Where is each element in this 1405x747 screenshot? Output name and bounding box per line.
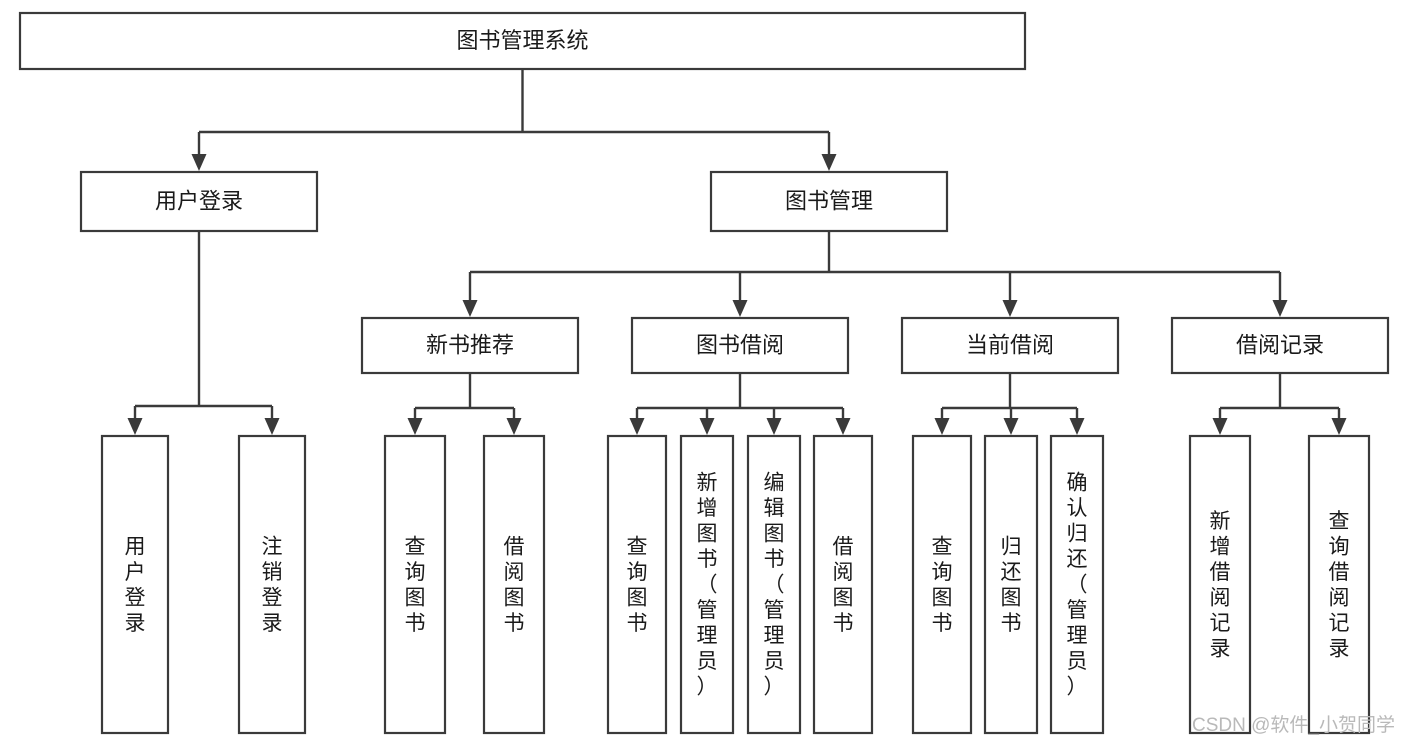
arrow-icon-leaf-add-book-admin [699, 418, 715, 435]
node-layer: 图书管理系统用户登录图书管理新书推荐图书借阅当前借阅借阅记录用户登录注销登录查询… [18, 11, 1390, 735]
node-box-leaf-add-book-admin [679, 434, 735, 735]
node-label-new-book-recommend: 新书推荐 [426, 332, 514, 357]
node-label-borrow-record: 借阅记录 [1236, 332, 1324, 357]
node-box-book-borrow [630, 316, 850, 375]
arrow-icon-user-login [191, 154, 207, 171]
arrow-icon-leaf-user-login [127, 418, 143, 435]
node-leaf-edit-book-admin[interactable]: 编辑图书（管理员） [746, 434, 802, 735]
node-label-leaf-query-book-recommend: 查询图书 [405, 535, 426, 635]
node-leaf-borrow-book-recommend[interactable]: 借阅图书 [482, 434, 546, 735]
node-new-book-recommend[interactable]: 新书推荐 [360, 316, 580, 375]
node-leaf-query-book-recommend[interactable]: 查询图书 [383, 434, 447, 735]
node-label-current-borrow: 当前借阅 [966, 332, 1054, 357]
node-box-leaf-return-book [983, 434, 1039, 735]
node-label-leaf-user-login: 用户登录 [125, 535, 146, 635]
arrow-icon-book-manage [821, 154, 837, 171]
node-label-leaf-edit-book-admin: 编辑图书（管理员） [764, 472, 785, 699]
node-leaf-logout[interactable]: 注销登录 [237, 434, 307, 735]
node-label-leaf-query-borrow-record: 查询借阅记录 [1329, 510, 1350, 661]
arrow-icon-leaf-borrow-book [835, 418, 851, 435]
arrow-icon-leaf-query-book-recommend [407, 418, 423, 435]
node-leaf-return-book[interactable]: 归还图书 [983, 434, 1039, 735]
node-box-leaf-logout [237, 434, 307, 735]
arrow-icon-leaf-query-book-borrow [629, 418, 645, 435]
node-box-new-book-recommend [360, 316, 580, 375]
node-label-book-manage: 图书管理 [785, 188, 873, 213]
node-box-leaf-query-book-borrow [606, 434, 668, 735]
node-box-book-manage [709, 170, 949, 233]
arrow-icon-leaf-return-book [1003, 418, 1019, 435]
node-leaf-user-login[interactable]: 用户登录 [100, 434, 170, 735]
connector-layer [127, 69, 1347, 435]
node-leaf-query-borrow-record[interactable]: 查询借阅记录 [1307, 434, 1371, 735]
arrow-icon-new-book-recommend [462, 300, 478, 317]
node-leaf-add-book-admin[interactable]: 新增图书（管理员） [679, 434, 735, 735]
node-box-leaf-query-book-recommend [383, 434, 447, 735]
arrow-icon-leaf-logout [264, 418, 280, 435]
node-label-leaf-logout: 注销登录 [262, 535, 283, 635]
watermark-label: CSDN @软件_小贺同学 [1192, 714, 1395, 736]
node-label-leaf-borrow-book: 借阅图书 [833, 535, 854, 635]
node-box-leaf-query-book-current [911, 434, 973, 735]
node-user-login[interactable]: 用户登录 [79, 170, 319, 233]
node-box-leaf-borrow-book-recommend [482, 434, 546, 735]
node-book-manage[interactable]: 图书管理 [709, 170, 949, 233]
arrow-icon-leaf-query-borrow-record [1331, 418, 1347, 435]
node-box-leaf-borrow-book [812, 434, 874, 735]
node-borrow-record[interactable]: 借阅记录 [1170, 316, 1390, 375]
node-box-leaf-add-borrow-record [1188, 434, 1252, 735]
arrow-icon-leaf-edit-book-admin [766, 418, 782, 435]
node-label-root: 图书管理系统 [456, 28, 588, 53]
arrow-icon-leaf-confirm-return-admin [1069, 418, 1085, 435]
node-label-leaf-borrow-book-recommend: 借阅图书 [504, 535, 525, 635]
node-leaf-borrow-book[interactable]: 借阅图书 [812, 434, 874, 735]
node-box-root [18, 11, 1027, 71]
node-box-current-borrow [900, 316, 1120, 375]
node-label-leaf-confirm-return-admin: 确认归还（管理员） [1067, 472, 1088, 699]
node-box-leaf-edit-book-admin [746, 434, 802, 735]
node-box-leaf-confirm-return-admin [1049, 434, 1105, 735]
node-label-leaf-query-book-current: 查询图书 [932, 535, 953, 635]
node-book-borrow[interactable]: 图书借阅 [630, 316, 850, 375]
node-leaf-query-book-borrow[interactable]: 查询图书 [606, 434, 668, 735]
node-label-leaf-add-book-admin: 新增图书（管理员） [697, 472, 718, 699]
arrow-icon-leaf-borrow-book-recommend [506, 418, 522, 435]
arrow-icon-book-borrow [732, 300, 748, 317]
node-root[interactable]: 图书管理系统 [18, 11, 1027, 71]
node-label-book-borrow: 图书借阅 [696, 332, 784, 357]
arrow-icon-borrow-record [1272, 300, 1288, 317]
node-label-leaf-query-book-borrow: 查询图书 [627, 535, 648, 635]
arrow-icon-leaf-query-book-current [934, 418, 950, 435]
node-box-leaf-user-login [100, 434, 170, 735]
node-box-leaf-query-borrow-record [1307, 434, 1371, 735]
node-label-user-login: 用户登录 [155, 188, 243, 213]
node-current-borrow[interactable]: 当前借阅 [900, 316, 1120, 375]
node-box-user-login [79, 170, 319, 233]
node-label-leaf-add-borrow-record: 新增借阅记录 [1210, 510, 1231, 661]
arrow-icon-leaf-add-borrow-record [1212, 418, 1228, 435]
node-leaf-add-borrow-record[interactable]: 新增借阅记录 [1188, 434, 1252, 735]
node-label-leaf-return-book: 归还图书 [1001, 535, 1022, 635]
arrow-icon-current-borrow [1002, 300, 1018, 317]
node-leaf-query-book-current[interactable]: 查询图书 [911, 434, 973, 735]
node-box-borrow-record [1170, 316, 1390, 375]
node-leaf-confirm-return-admin[interactable]: 确认归还（管理员） [1049, 434, 1105, 735]
